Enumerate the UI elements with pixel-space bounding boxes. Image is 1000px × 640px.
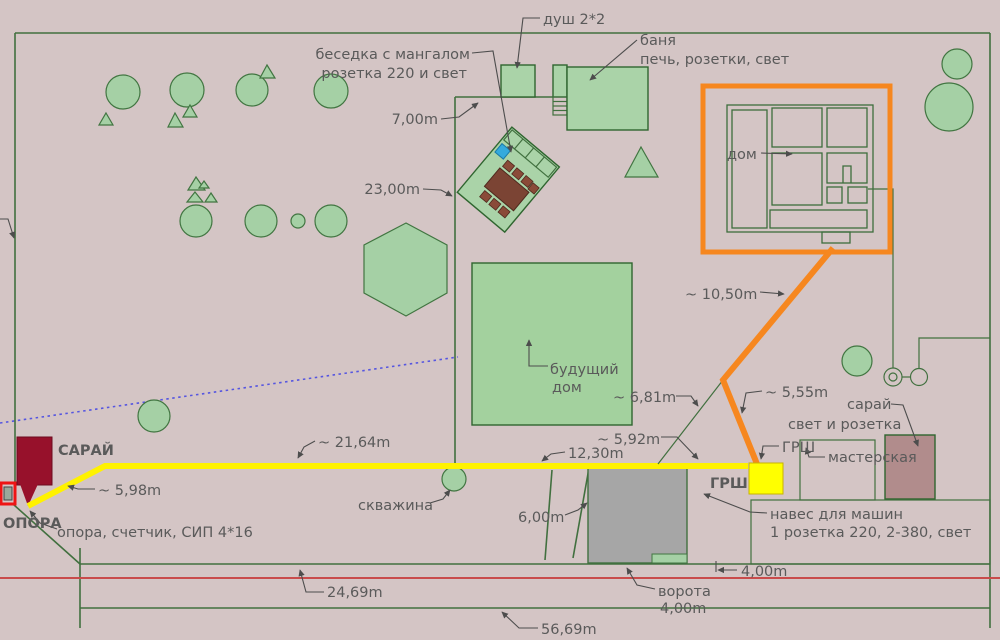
dim-21-64m: ~ 21,64m bbox=[318, 435, 390, 451]
gazebo-pool bbox=[494, 142, 512, 160]
house-well-lines bbox=[868, 188, 990, 387]
leader-lines bbox=[0, 17, 919, 629]
label-carport-2: 1 розетка 220, 2-380, свет bbox=[770, 525, 972, 541]
dim-6-00m: 6,00m bbox=[518, 510, 564, 526]
yellow-cable bbox=[26, 463, 748, 509]
label-gazebo: беседка с мангалом bbox=[315, 47, 470, 63]
label-gazebo-note: розетка 220 и свет bbox=[321, 66, 467, 82]
carport-area bbox=[750, 499, 991, 565]
label-future-house-1: будущий bbox=[550, 362, 619, 378]
gazebo-chairs bbox=[479, 159, 540, 219]
dim-56-69m: 56,69m bbox=[541, 622, 597, 638]
trees bbox=[97, 48, 974, 433]
diagonal-green-line bbox=[657, 379, 724, 465]
dim-5-92m: ~ 5,92m bbox=[597, 432, 660, 448]
shed-right-building bbox=[884, 434, 936, 500]
shower-building bbox=[500, 64, 536, 98]
grsh-box bbox=[748, 462, 784, 495]
label-grsh-callout: ГРШ bbox=[782, 440, 815, 456]
label-shed-right-1: сарай bbox=[847, 397, 891, 413]
label-shed-right-2: свет и розетка bbox=[788, 417, 901, 433]
gazebo-table bbox=[483, 167, 530, 212]
dim-7m: 7,00m bbox=[392, 112, 438, 128]
label-grsh-yellow: ГРШ bbox=[710, 476, 748, 492]
label-banya: баня bbox=[640, 33, 676, 49]
label-pole-note: опора, счетчик, СИП 4*16 bbox=[57, 525, 253, 541]
label-pole: ОПОРА bbox=[3, 516, 62, 532]
orange-cable bbox=[719, 246, 836, 466]
label-carport-1: навес для машин bbox=[770, 507, 903, 523]
gate-green-step bbox=[651, 553, 688, 564]
gate-building bbox=[587, 467, 688, 564]
future-house-building bbox=[471, 262, 633, 426]
dim-24-69m: 24,69m bbox=[327, 585, 383, 601]
dim-23m: 23,00m bbox=[364, 182, 420, 198]
dim-5-98m: ~ 5,98m bbox=[98, 483, 161, 499]
label-shed-left: САРАЙ bbox=[58, 442, 114, 459]
label-workshop: мастерская bbox=[828, 450, 917, 466]
label-gate: ворота bbox=[658, 584, 711, 600]
banya-building bbox=[552, 64, 649, 131]
shed-left-building bbox=[16, 436, 53, 506]
pole-opora bbox=[0, 481, 17, 506]
hexagon-tree bbox=[363, 222, 448, 317]
label-well: скважина bbox=[358, 498, 433, 514]
well-circle bbox=[441, 466, 467, 492]
dim-4-00m-carport: 4,00m bbox=[741, 564, 787, 580]
house-highlight-rect bbox=[700, 83, 893, 255]
dotted-boundary-line bbox=[0, 356, 459, 424]
dim-12-30m: 12,30m bbox=[568, 446, 624, 462]
label-house: дом bbox=[727, 147, 757, 163]
label-shower: душ 2*2 bbox=[543, 12, 605, 28]
house-floorplan bbox=[726, 104, 874, 244]
label-future-house-2: дом bbox=[552, 380, 582, 396]
gazebo-building bbox=[456, 126, 561, 234]
dim-5-55m: ~ 5,55m bbox=[765, 385, 828, 401]
dim-6-81m: ~ 6,81m bbox=[613, 390, 676, 406]
house-entrance bbox=[821, 231, 851, 244]
label-banya-note: печь, розетки, свет bbox=[640, 52, 790, 68]
dim-10-50m: ~ 10,50m bbox=[685, 287, 757, 303]
dim-4-00m-gate: 4,00m bbox=[660, 601, 706, 617]
